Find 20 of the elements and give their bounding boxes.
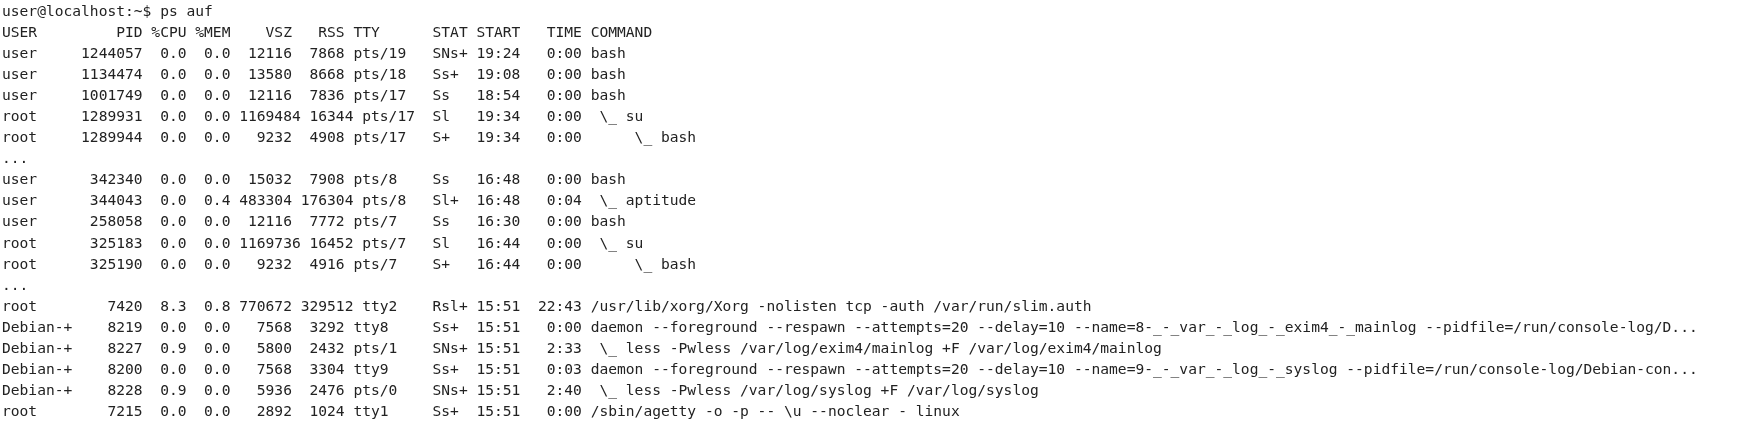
terminal-output-line: root 325190 0.0 0.0 9232 4916 pts/7 S+ 16:44 0:00 \_ bash <box>2 253 697 274</box>
terminal-output-line: root 7215 0.0 0.0 2892 1024 tty1 Ss+ 15:51 0:00 /sbin/agetty -o -p -- \u --noclear - linux <box>2 400 960 421</box>
terminal-output-line: user 1244057 0.0 0.0 12116 7868 pts/19 SNs+ 19:24 0:00 bash <box>2 43 626 64</box>
terminal-output-line: ... <box>2 274 29 295</box>
terminal-output-line: root 1289944 0.0 0.0 9232 4908 pts/17 S+ 19:34 0:00 \_ bash <box>2 127 697 148</box>
terminal-output-line: user 258058 0.0 0.0 12116 7772 pts/7 Ss 16:30 0:00 bash <box>2 211 626 232</box>
terminal-output-line: USER PID %CPU %MEM VSZ RSS TTY STAT START TIME COMMAND <box>2 22 653 43</box>
terminal-output-line: root 325183 0.0 0.0 1169736 16452 pts/7 Sl 16:44 0:00 \_ su <box>2 232 644 253</box>
terminal-output-line: user 1001749 0.0 0.0 12116 7836 pts/17 Ss 18:54 0:00 bash <box>2 85 626 106</box>
terminal-output-line: Debian-+ 8219 0.0 0.0 7568 3292 tty8 Ss+ 15:51 0:00 daemon --foreground --respawn --attempts=20 --delay=10 --name=8-_-_var_-_log_-_exim4_-_mainlog --pidfile=/run/console-log/D... <box>2 316 1698 337</box>
terminal-output-line: Debian-+ 8227 0.9 0.0 5800 2432 pts/1 SNs+ 15:51 2:33 \_ less -Pwless /var/log/exim4/mainlog +F /var/log/exim4/mainlog <box>2 337 1162 358</box>
terminal-output-line: user 344043 0.0 0.4 483304 176304 pts/8 Sl+ 16:48 0:04 \_ aptitude <box>2 190 697 211</box>
terminal-output-line: user 342340 0.0 0.0 15032 7908 pts/8 Ss 16:48 0:00 bash <box>2 169 626 190</box>
terminal-output-line: ... <box>2 148 29 169</box>
terminal-output-line: Debian-+ 8200 0.0 0.0 7568 3304 tty9 Ss+ 15:51 0:03 daemon --foreground --respawn --attempts=20 --delay=10 --name=9-_-_var_-_log_-_syslog --pidfile=/run/console-log/Debian-con... <box>2 358 1698 379</box>
terminal-output-line: root 7420 8.3 0.8 770672 329512 tty2 Rsl+ 15:51 22:43 /usr/lib/xorg/Xorg -nolisten tcp -auth /var/run/slim.auth <box>2 295 1092 316</box>
terminal-output-line: Debian-+ 8228 0.9 0.0 5936 2476 pts/0 SNs+ 15:51 2:40 \_ less -Pwless /var/log/syslog +F /var/log/syslog <box>2 379 1039 400</box>
terminal-output-line: user 1134474 0.0 0.0 13580 8668 pts/18 Ss+ 19:08 0:00 bash <box>2 64 626 85</box>
command-prompt: user@localhost:~$ ps auf <box>2 1 213 21</box>
terminal-output-line: root 1289931 0.0 0.0 1169484 16344 pts/17 Sl 19:34 0:00 \_ su <box>2 106 644 127</box>
